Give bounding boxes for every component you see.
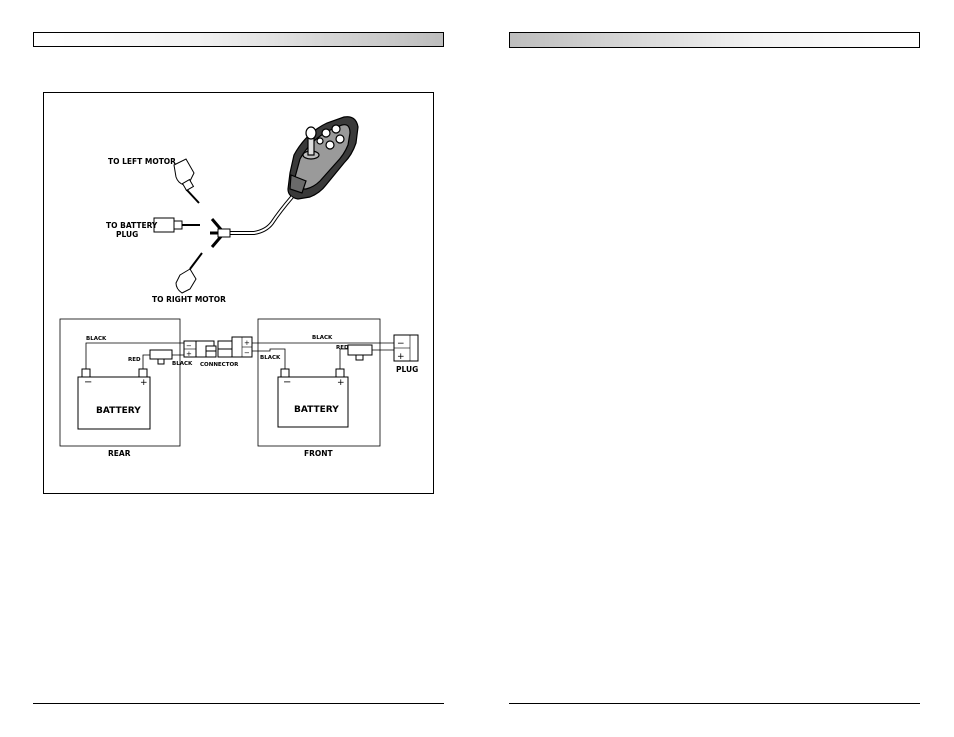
front-battery-label: BATTERY bbox=[294, 405, 339, 415]
front-fuse-holder bbox=[348, 345, 372, 355]
footer-rule-left bbox=[33, 703, 444, 704]
rear-battery-plus: + bbox=[140, 378, 148, 388]
label-battery-plug-1: TO BATTERY bbox=[106, 221, 158, 230]
wiring-diagram: TO LEFT MOTOR TO BATTERY PLUG TO RIGHT M… bbox=[44, 93, 435, 495]
rear-battery-minus: − bbox=[84, 377, 92, 388]
label-right-motor: TO RIGHT MOTOR bbox=[152, 295, 226, 304]
svg-text:−: − bbox=[186, 342, 192, 350]
left-motor-connector bbox=[174, 159, 199, 203]
header-bar-left bbox=[33, 32, 444, 47]
label-rear: REAR bbox=[108, 449, 131, 458]
header-bar-right bbox=[509, 32, 920, 47]
label-left-motor: TO LEFT MOTOR bbox=[108, 157, 176, 166]
svg-text:−: − bbox=[397, 339, 405, 349]
front-battery-minus: − bbox=[283, 377, 291, 388]
inline-connector: − + + − bbox=[184, 337, 252, 358]
svg-text:−: − bbox=[244, 349, 250, 357]
label-black-front: BLACK bbox=[260, 355, 281, 361]
front-battery-plus: + bbox=[337, 378, 345, 388]
label-red-front: RED bbox=[336, 345, 349, 351]
label-plug: PLUG bbox=[396, 365, 418, 374]
label-connector: CONNECTOR bbox=[200, 362, 239, 368]
battery-plug: − + bbox=[394, 335, 418, 362]
label-front: FRONT bbox=[304, 449, 334, 458]
right-motor-connector bbox=[176, 253, 202, 293]
header-rule-right bbox=[509, 47, 920, 48]
svg-text:+: + bbox=[244, 339, 250, 347]
svg-text:+: + bbox=[186, 350, 192, 358]
label-black-front-top: BLACK bbox=[312, 335, 333, 341]
label-battery-plug-2: PLUG bbox=[116, 230, 138, 239]
wiring-diagram-figure: TO LEFT MOTOR TO BATTERY PLUG TO RIGHT M… bbox=[43, 92, 434, 494]
label-black-rear-fuse: BLACK bbox=[172, 361, 193, 367]
joystick-controller bbox=[288, 117, 358, 199]
battery-plug-connector bbox=[154, 218, 200, 232]
rear-battery-label: BATTERY bbox=[96, 406, 141, 416]
footer-rule-right bbox=[509, 703, 920, 704]
label-black-rear-top: BLACK bbox=[86, 336, 107, 342]
rear-fuse-holder bbox=[150, 350, 172, 359]
label-red-rear: RED bbox=[128, 357, 141, 363]
svg-text:+: + bbox=[397, 352, 405, 362]
